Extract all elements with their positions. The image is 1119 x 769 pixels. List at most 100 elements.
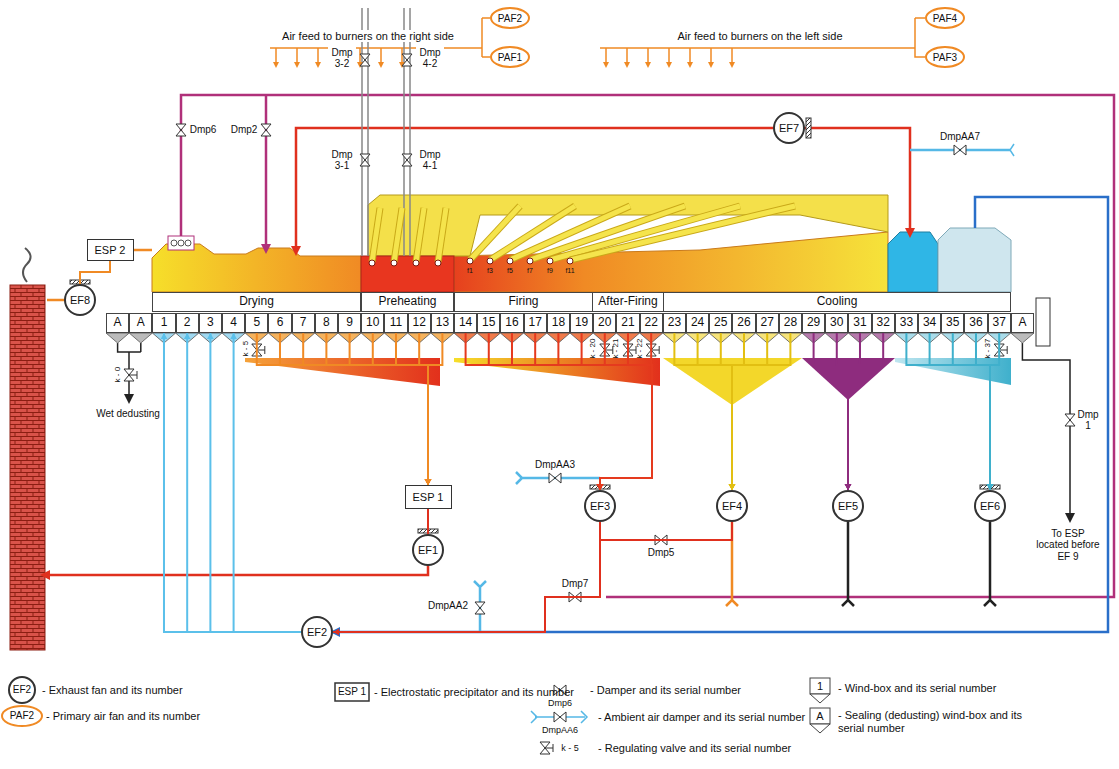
callout-label: Dmp2	[230, 124, 259, 136]
wind-box: 14	[454, 313, 477, 333]
drawing-part	[984, 521, 996, 606]
drawing-part	[332, 197, 1108, 632]
drawing-stroke	[605, 48, 607, 64]
arrow-head	[207, 333, 214, 339]
damper-symbol	[549, 473, 555, 483]
arrow-head	[708, 62, 714, 68]
damper-symbol	[124, 369, 134, 375]
zone-band: Drying	[152, 292, 361, 312]
windbox-funnel	[106, 333, 129, 343]
node-text: EF8	[70, 294, 90, 306]
node-text: EF3	[590, 500, 610, 512]
valve-stem	[545, 744, 553, 752]
duct-connector	[466, 333, 652, 490]
primary-air-fan: PAF2	[490, 7, 530, 29]
callout-label: DmpAA3	[534, 459, 576, 471]
windbox-funnel	[1011, 333, 1034, 343]
node-text: Cooling	[817, 295, 858, 308]
drawing-stroke	[296, 48, 298, 64]
callout-label: f3	[487, 267, 493, 275]
node-text: 13	[436, 316, 449, 329]
exhaust-fan: EF2	[301, 616, 333, 648]
wind-box: 3	[199, 313, 222, 333]
drawing-stroke	[416, 208, 424, 262]
exhaust-fan: EF6	[974, 490, 1006, 522]
drawing-stroke	[550, 206, 740, 260]
duct-connector	[582, 333, 652, 490]
drawing-stroke	[275, 48, 277, 64]
callout-label: Dmp 4-1	[416, 149, 444, 172]
burner	[547, 258, 553, 264]
node-text: 22	[645, 316, 658, 329]
primary-air-fan: PAF3	[925, 46, 965, 68]
drawing-stroke	[647, 48, 649, 64]
callout-label: Dmp 1	[1076, 409, 1100, 432]
node-text: 31	[853, 316, 866, 329]
duct-connector	[848, 333, 860, 490]
callout-label: f11	[565, 267, 574, 275]
callout-label: DmpAA6	[541, 725, 579, 735]
node-text: 11	[390, 316, 402, 329]
duct-connector	[80, 261, 110, 284]
node-text: 24	[691, 316, 704, 329]
zone-band: After-Firing	[592, 292, 663, 312]
callout-label: ESP 1	[338, 686, 366, 698]
drawing-part	[361, 256, 454, 292]
legend-text: - Wind-box and its serial number	[838, 682, 996, 695]
duct-connector	[698, 333, 732, 490]
damper-symbol	[1065, 414, 1075, 420]
duct-connector	[350, 333, 428, 485]
wind-box: 18	[547, 313, 570, 333]
drawing-part	[265, 95, 268, 246]
drawing-part	[50, 565, 428, 575]
drawing-stroke	[710, 48, 712, 64]
valve-stem	[651, 346, 659, 354]
callout-label: EF2	[13, 684, 31, 696]
drawing-part	[296, 128, 910, 248]
windbox-funnel	[129, 333, 152, 343]
damper-symbol	[540, 748, 550, 754]
callout-label: PAF2	[10, 710, 34, 722]
exhaust-fan: EF1	[412, 534, 444, 566]
callout-label: Dmp 4-2	[416, 47, 444, 70]
damper-symbol	[360, 160, 370, 166]
duct-connector	[419, 333, 428, 485]
wind-box: 5	[245, 313, 268, 333]
damper-symbol	[560, 712, 566, 722]
node-text: 16	[505, 316, 518, 329]
drawing-stroke	[570, 206, 795, 260]
arrow-head	[729, 62, 735, 68]
node-text: 27	[761, 316, 774, 329]
drawing-stroke	[372, 208, 380, 262]
duct-connector	[428, 333, 442, 485]
wind-box: 8	[315, 313, 338, 333]
node-text: 30	[830, 316, 843, 329]
node-text: 21	[621, 316, 634, 329]
wind-box: 36	[964, 313, 987, 333]
duct-connector	[732, 333, 767, 490]
callout-label: k - 37	[983, 339, 992, 359]
wind-box: A	[106, 313, 129, 333]
wind-box: 15	[477, 313, 500, 333]
callout-label: Wet dedusting	[95, 408, 161, 420]
damper-symbol	[475, 602, 485, 608]
node-text: 25	[714, 316, 727, 329]
damper-symbol	[402, 160, 412, 166]
callout-label: k - 5	[560, 743, 580, 753]
duct-connector	[906, 333, 990, 490]
wind-box: 29	[802, 313, 825, 333]
arrow-head	[273, 62, 279, 68]
node-text: PAF4	[933, 13, 957, 24]
wind-box: 26	[732, 313, 755, 333]
wind-box: 1	[152, 313, 175, 333]
drawing-part	[185, 240, 191, 246]
drawing-stroke	[416, 208, 424, 262]
exhaust-fan: EF7	[773, 112, 805, 144]
node-text: EF7	[779, 122, 799, 134]
callout-label: Dmp7	[561, 578, 590, 590]
node-text: EF4	[722, 500, 742, 512]
arrow-head	[645, 62, 651, 68]
node-text: ESP 1	[413, 491, 444, 503]
node-text: After-Firing	[598, 295, 657, 308]
